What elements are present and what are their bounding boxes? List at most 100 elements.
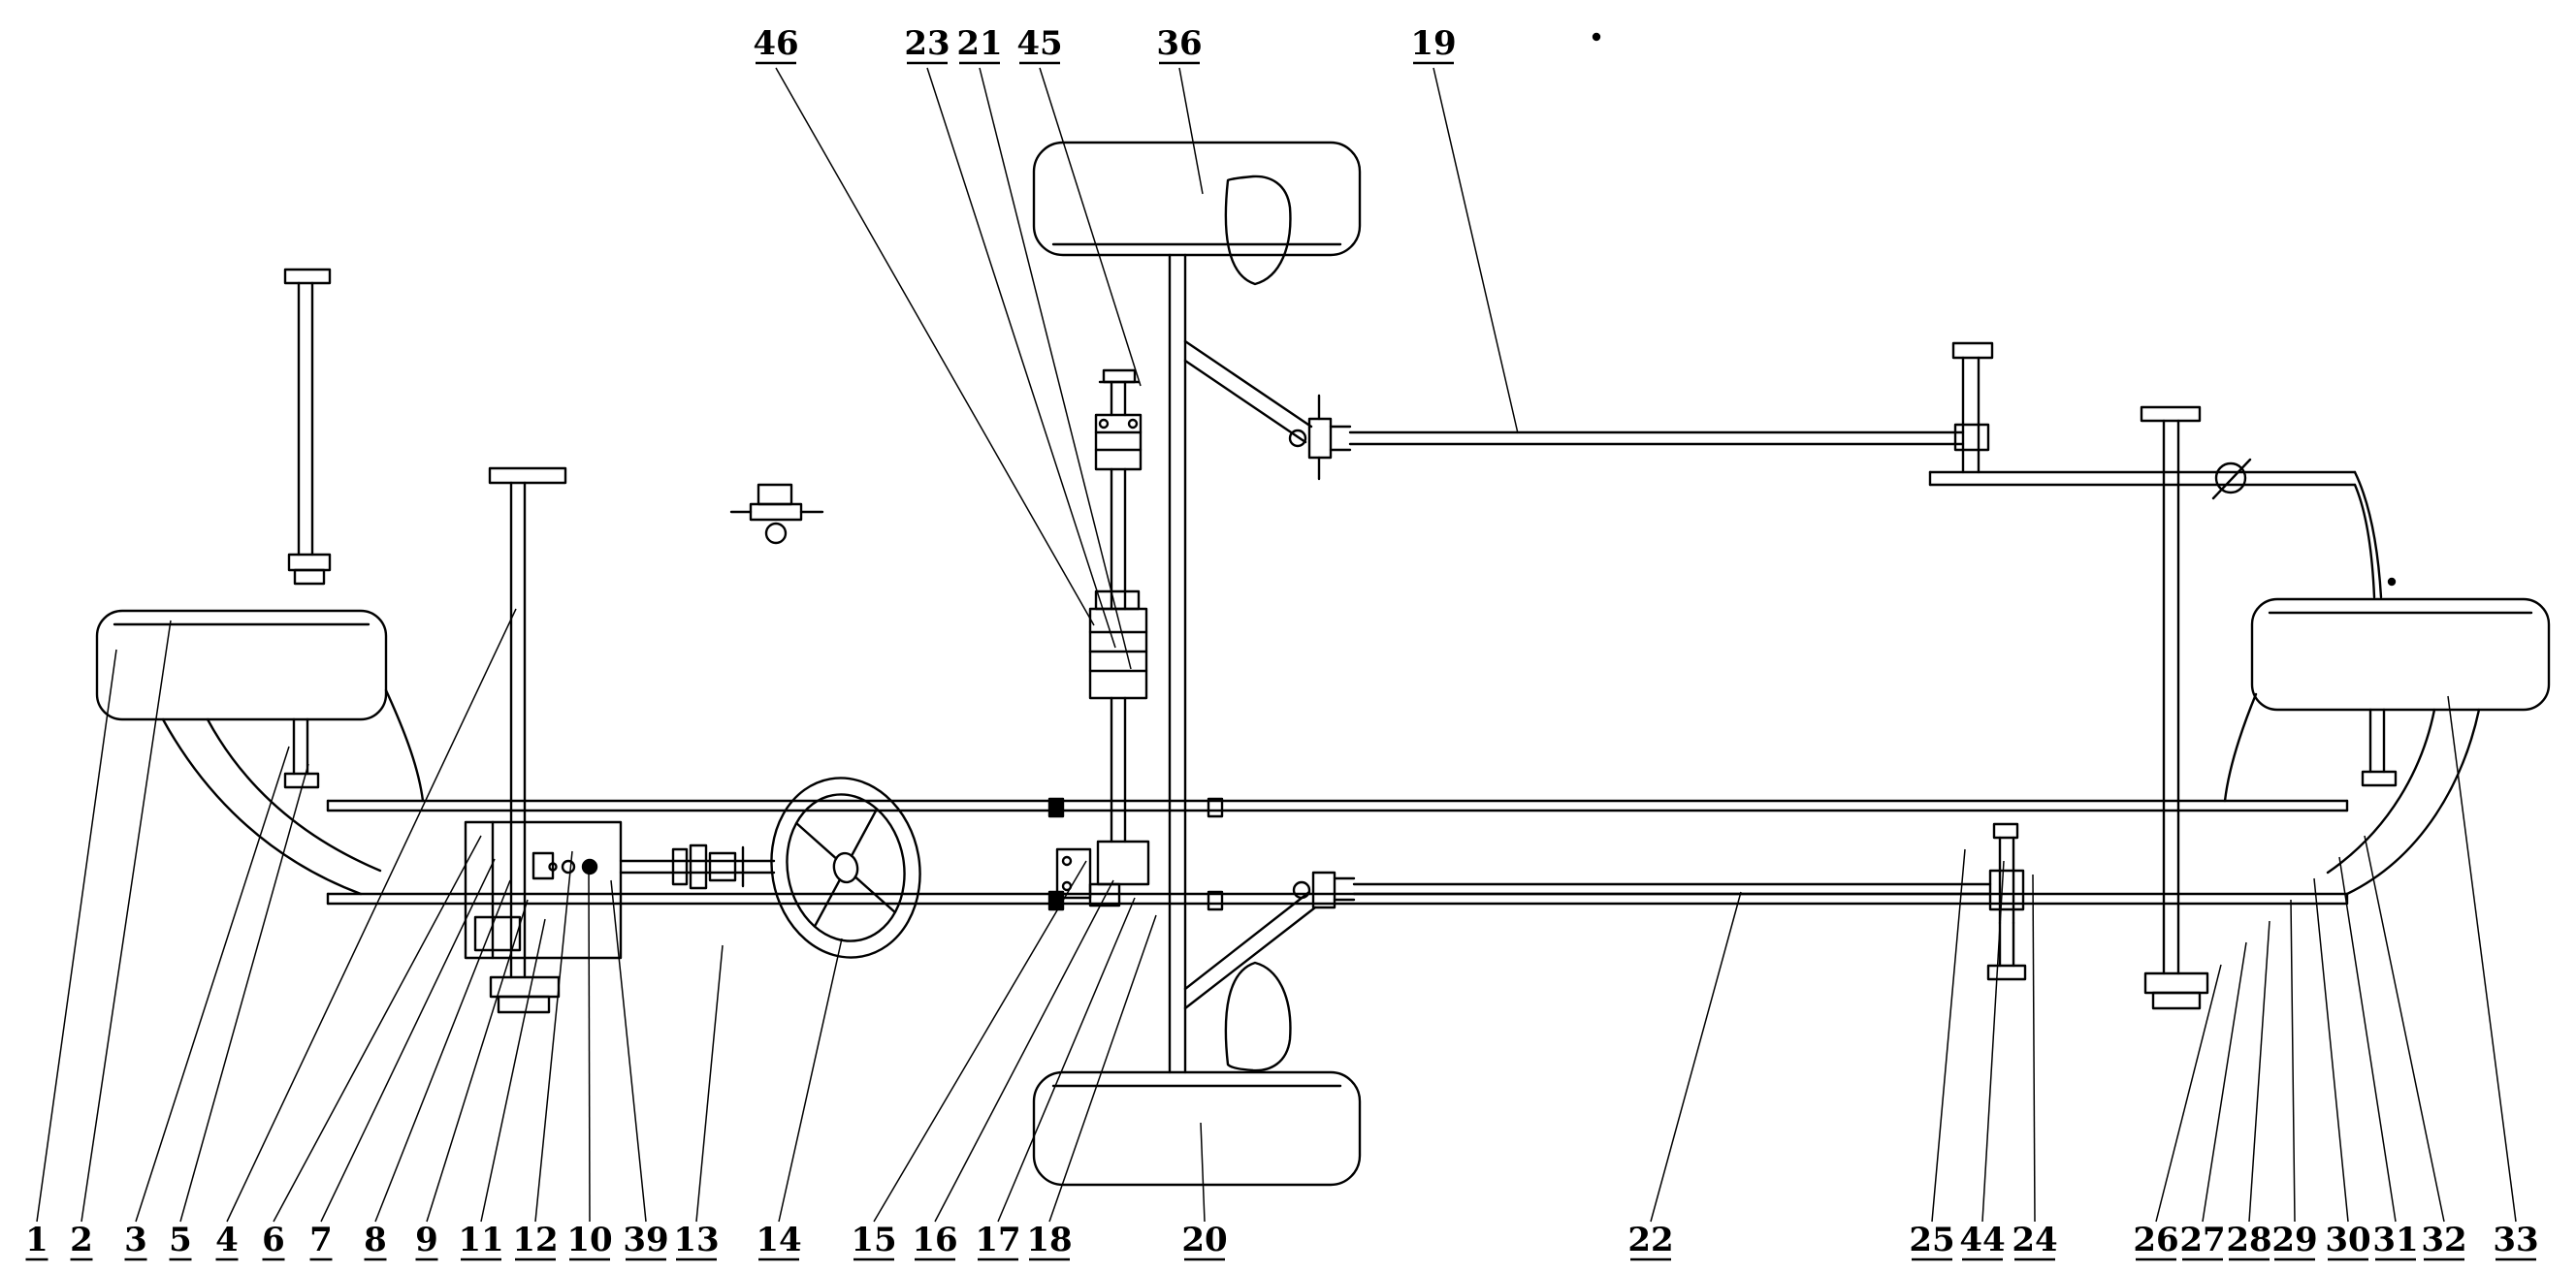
leader-line-10: [588, 868, 591, 1223]
track-rod-lower: [1292, 871, 1992, 909]
leader-line-4: [226, 608, 517, 1223]
part-label-36: 36: [1156, 24, 1202, 63]
steering-column-assembly: [1055, 368, 1150, 907]
part-label-44: 44: [1959, 1221, 2005, 1259]
part-label-39: 39: [623, 1221, 668, 1259]
leader-line-17: [997, 897, 1136, 1223]
kingpin-column: [1168, 253, 1187, 1074]
leader-line-8: [374, 879, 511, 1223]
part-label-12: 12: [512, 1221, 558, 1259]
leader-line-26: [2155, 964, 2222, 1223]
leader-line-24: [2032, 874, 2036, 1223]
part-label-45: 45: [1016, 24, 1062, 63]
part-label-30: 30: [2325, 1221, 2370, 1259]
part-label-13: 13: [673, 1221, 719, 1259]
leader-line-28: [2248, 920, 2270, 1223]
leader-line-46: [775, 67, 1095, 626]
leader-line-27: [2202, 941, 2247, 1223]
leader-line-12: [534, 850, 573, 1223]
part-label-24: 24: [2012, 1221, 2057, 1259]
part-label-14: 14: [756, 1221, 801, 1259]
leader-line-18: [1048, 914, 1157, 1223]
part-label-18: 18: [1026, 1221, 1072, 1259]
part-label-7: 7: [309, 1221, 333, 1259]
part-label-8: 8: [364, 1221, 387, 1259]
leader-line-15: [873, 860, 1087, 1223]
part-label-28: 28: [2226, 1221, 2271, 1259]
leader-line-44: [1981, 860, 2005, 1223]
part-label-21: 21: [956, 24, 1002, 63]
front-right-knuckle: [2223, 692, 2481, 896]
leader-line-29: [2290, 899, 2296, 1223]
part-label-23: 23: [904, 24, 950, 63]
leader-line-13: [695, 944, 724, 1223]
part-label-11: 11: [458, 1221, 503, 1259]
leader-line-32: [2364, 835, 2445, 1223]
leader-lines: [36, 67, 2517, 1223]
right-upper-rail: [1928, 458, 2383, 599]
part-label-19: 19: [1410, 24, 1456, 63]
left-mast: [283, 268, 332, 586]
leader-line-3: [135, 746, 290, 1223]
front-right-tire: [2250, 597, 2551, 712]
part-label-20: 20: [1181, 1221, 1227, 1259]
part-label-16: 16: [912, 1221, 957, 1259]
leader-line-31: [2338, 856, 2397, 1223]
steering-gearbox: [464, 820, 623, 960]
leader-line-25: [1931, 848, 1966, 1223]
part-label-6: 6: [262, 1221, 285, 1259]
leader-line-45: [1039, 67, 1142, 387]
stray-marks: [1592, 32, 2397, 587]
leader-line-9: [426, 899, 529, 1223]
leader-line-7: [320, 858, 496, 1223]
part-label-29: 29: [2271, 1221, 2317, 1259]
part-label-32: 32: [2421, 1221, 2466, 1259]
leader-line-30: [2313, 877, 2349, 1223]
bottom-wheel-fork: [1183, 890, 1317, 1072]
leader-line-6: [273, 835, 482, 1223]
left-upright: [488, 466, 567, 1014]
track-rod-upper: [1288, 394, 1965, 481]
leader-line-2: [80, 620, 172, 1223]
right-upright: [2140, 405, 2209, 1010]
leader-line-39: [610, 879, 647, 1223]
part-label-9: 9: [415, 1221, 438, 1259]
part-label-5: 5: [169, 1221, 192, 1259]
part-label-26: 26: [2133, 1221, 2178, 1259]
leader-line-1: [36, 649, 117, 1223]
center-top-tire: [1032, 141, 1362, 257]
center-bottom-tire: [1032, 1070, 1362, 1187]
leader-line-16: [934, 879, 1114, 1223]
chassis-frame-rails: [326, 799, 2349, 906]
part-label-27: 27: [2179, 1221, 2225, 1259]
leader-line-20: [1200, 1122, 1206, 1223]
steering-wheel: [770, 777, 921, 959]
upper-rod-right-post: [1951, 341, 1994, 474]
front-left-tire: [95, 609, 388, 721]
leader-line-36: [1178, 67, 1204, 195]
lower-rod-right-bracket: [1986, 822, 2027, 981]
part-label-15: 15: [851, 1221, 896, 1259]
leader-line-21: [979, 67, 1132, 670]
leader-line-19: [1433, 67, 1519, 434]
part-label-3: 3: [124, 1221, 147, 1259]
leader-line-33: [2447, 695, 2517, 1223]
front-left-knuckle: [161, 688, 425, 896]
part-label-17: 17: [975, 1221, 1020, 1259]
top-wheel-fork: [1183, 175, 1313, 444]
part-label-33: 33: [2493, 1221, 2538, 1259]
leader-line-5: [179, 763, 309, 1223]
leader-line-11: [480, 918, 546, 1223]
part-label-31: 31: [2372, 1221, 2418, 1259]
leader-line-23: [926, 67, 1116, 649]
idler-bracket: [729, 483, 824, 545]
part-label-10: 10: [566, 1221, 612, 1259]
part-label-25: 25: [1909, 1221, 1954, 1259]
part-label-1: 1: [25, 1221, 48, 1259]
part-label-22: 22: [1627, 1221, 1673, 1259]
leader-line-14: [778, 938, 843, 1223]
part-label-2: 2: [70, 1221, 93, 1259]
